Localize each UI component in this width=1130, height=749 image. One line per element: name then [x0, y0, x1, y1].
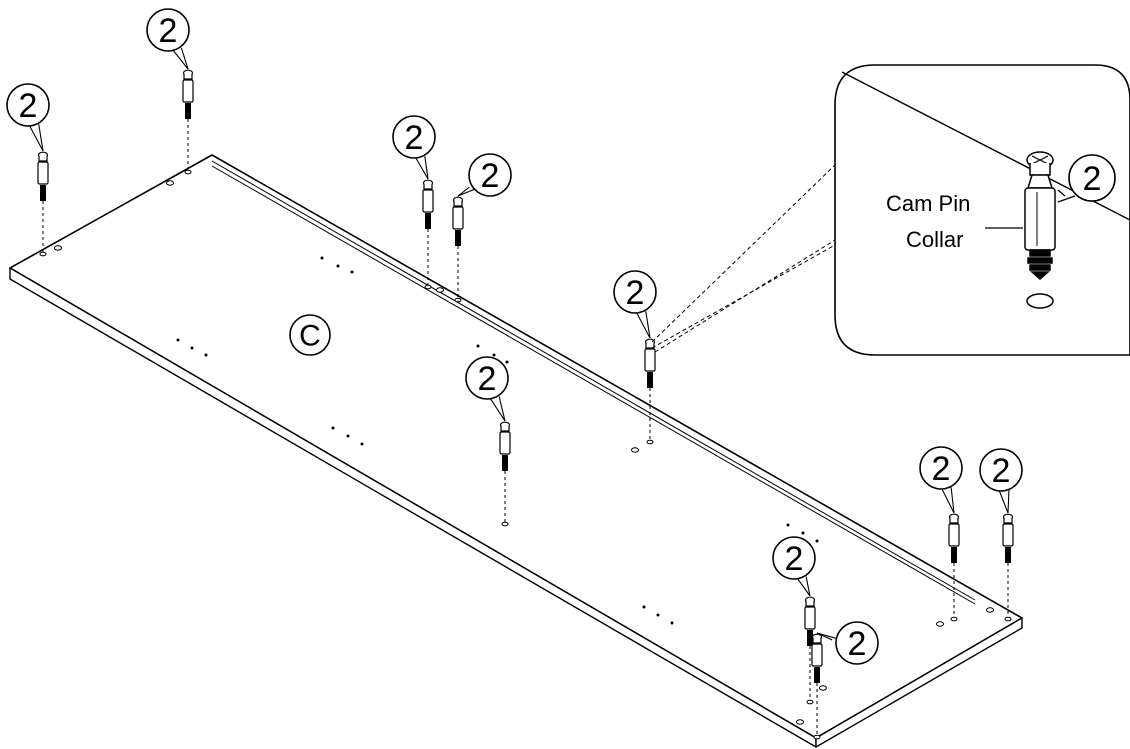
callout-number: 2 — [626, 274, 645, 312]
detail-inset: Cam Pin Collar 2 — [651, 64, 1130, 356]
callout: 2 — [613, 270, 657, 339]
cam-pin — [811, 633, 823, 740]
callout-number: 2 — [405, 119, 424, 157]
callout-number: 2 — [478, 360, 497, 398]
detail-label-line1: Cam Pin — [886, 191, 970, 216]
panel-letter: C — [299, 320, 321, 353]
callout: 2 — [919, 446, 963, 514]
callout-number: 2 — [159, 12, 178, 50]
cam-pin — [452, 196, 464, 303]
callout: 2 — [392, 115, 436, 180]
cam-pin — [644, 338, 656, 445]
detail-callout-number: 2 — [1083, 160, 1102, 198]
callout: 2 — [979, 448, 1023, 514]
callout-number: 2 — [932, 450, 951, 488]
cam-pin — [182, 69, 194, 175]
panel-dots — [176, 256, 819, 625]
cam-pin — [422, 179, 434, 290]
callout: 2 — [6, 83, 50, 152]
cam-pin — [948, 513, 960, 622]
callout: 2 — [457, 153, 512, 197]
callout-number: 2 — [19, 87, 38, 125]
callout-number: 2 — [992, 452, 1011, 490]
callout-number: 2 — [785, 540, 804, 578]
cam-pin — [37, 151, 49, 257]
detail-cam-pin — [1024, 151, 1056, 309]
panel-c — [9, 154, 1023, 748]
callout: 2 — [465, 356, 509, 422]
panel-holes — [54, 180, 994, 725]
cam-pin — [499, 421, 511, 527]
cam-pins — [37, 69, 1014, 740]
callout: 2 — [772, 536, 816, 597]
callout-bubbles: 2 2 2 2 2 2 2 2 2 2 — [6, 8, 1023, 665]
callout: 2 — [146, 8, 190, 70]
panel-label: C — [289, 314, 331, 356]
cam-pin — [1002, 513, 1014, 622]
callout-number: 2 — [848, 625, 867, 663]
cam-pin — [804, 596, 816, 705]
detail-label-line2: Collar — [906, 227, 963, 252]
callout: 2 — [816, 621, 879, 665]
callout-number: 2 — [481, 157, 500, 195]
